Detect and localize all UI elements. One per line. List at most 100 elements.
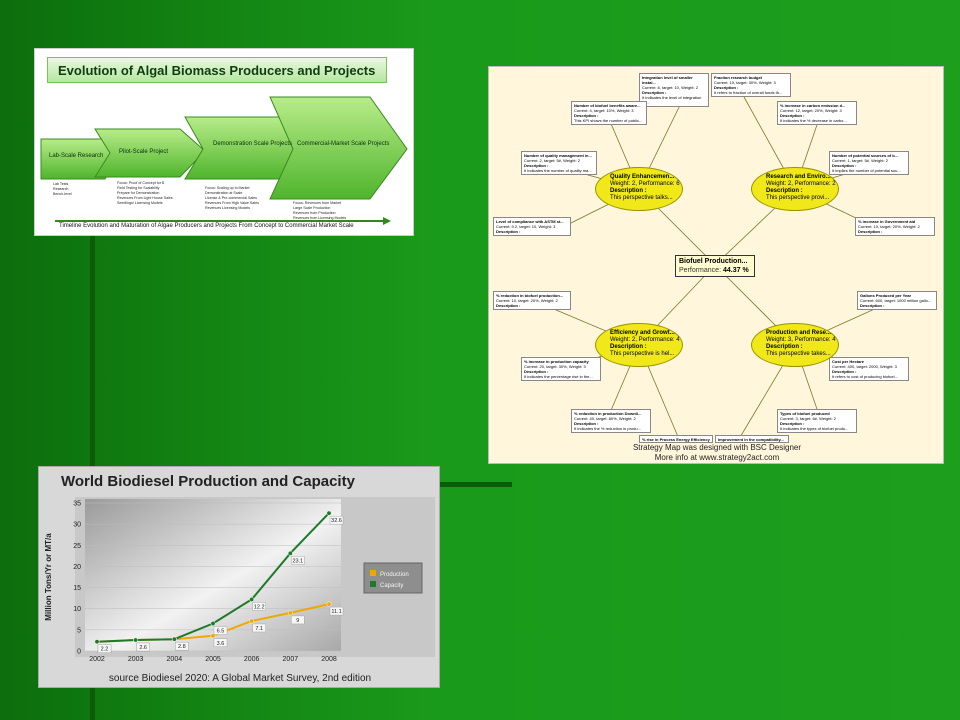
- stage-4-item: Revenues from Production: [293, 211, 336, 215]
- stage-3-item: Demonstration at Scale: [205, 191, 242, 195]
- y-tick-label: 25: [73, 543, 81, 550]
- legend-label-capacity: Capacity: [380, 583, 403, 589]
- timeline-arrowhead: [383, 217, 391, 225]
- stage-4-name: Commercial-Market Scale Projects: [297, 141, 389, 147]
- data-point: [326, 510, 332, 516]
- x-tick-label: 2002: [89, 656, 105, 663]
- x-tick-label: 2008: [321, 656, 337, 663]
- stage-2-item: Field Testing for Scalability: [117, 186, 160, 190]
- kpi-box: Number of potential sources of b...Curre…: [829, 151, 909, 175]
- data-label-box: [329, 606, 344, 616]
- kpi-box: Number of quality management in...Curren…: [521, 151, 597, 175]
- perspective-research: Research and Enviro...Weight: 2, Perform…: [751, 167, 839, 211]
- biodiesel-chart: World Biodiesel Production and Capacity …: [44, 473, 435, 684]
- stage-arrow-4: [269, 96, 408, 200]
- stage-2-item: Prepare for Demonstration: [117, 191, 159, 195]
- plot-area: [85, 499, 341, 651]
- stage-4-item: Revenues from Licensing Models: [293, 216, 346, 220]
- data-label-box: [213, 626, 228, 635]
- legend-label-production: Production: [380, 572, 409, 578]
- data-label: 11.1: [331, 609, 341, 615]
- legend-swatch-capacity: [370, 581, 376, 587]
- stage-1-item: Bench-level: [53, 192, 72, 196]
- data-label-box: [252, 602, 266, 611]
- stage-4-item: Focus: Revenues from Market: [293, 201, 341, 205]
- center-perf-label: Performance:: [679, 267, 722, 274]
- data-point: [249, 618, 255, 624]
- data-label: 2.8: [178, 644, 186, 650]
- data-label: 3.6: [217, 641, 225, 647]
- data-label: 2.2: [101, 647, 109, 653]
- center-title: Biofuel Production...: [679, 258, 748, 265]
- kpi-box: Level of compliance with ASTM st...Curre…: [493, 217, 571, 236]
- kpi-box: % rise in Process Energy Efficiency: [639, 435, 713, 443]
- stage-2-item: Focus: Proof of Concept for $: [117, 181, 164, 185]
- decorative-horizontal-line: [440, 482, 512, 487]
- data-label-box: [175, 641, 189, 651]
- legend-swatch-production: [370, 570, 376, 576]
- map-footer-line2: More info at www.strategy2act.com: [654, 453, 780, 462]
- data-point: [287, 550, 293, 556]
- data-label: 12.2: [254, 604, 265, 610]
- data-label: 7.1: [255, 626, 263, 632]
- stage-3-item: Revenues From High Value Sales: [205, 201, 259, 205]
- stage-4-item: Large Scale Production: [293, 206, 330, 210]
- y-tick-label: 10: [73, 606, 81, 613]
- legend-box: [363, 562, 423, 594]
- x-tick-label: 2007: [283, 656, 299, 663]
- stage-1-name: Lab-Scale Research: [49, 153, 103, 159]
- y-tick-label: 20: [73, 564, 81, 571]
- kpi-box: Integration level of smaller instal...Cu…: [639, 73, 709, 107]
- data-label: 32.6: [331, 518, 342, 524]
- y-tick-label: 30: [73, 522, 81, 529]
- strategy-map-panel: Integration level of smaller instal...Cu…: [488, 66, 944, 464]
- kpi-box: Improvement in the compatibility...: [715, 435, 789, 443]
- data-point: [287, 610, 293, 616]
- stage-arrow-2: [94, 128, 206, 178]
- x-tick-label: 2004: [167, 656, 183, 663]
- kpi-box: % increase in carbon emission d...Curren…: [777, 101, 857, 125]
- kpi-box: % reduction in biofuel production...Curr…: [493, 291, 571, 310]
- kpi-box: Number of biofuel benefits aware...Curre…: [571, 101, 647, 125]
- chart-source: source Biodiesel 2020: A Global Market S…: [109, 673, 371, 684]
- data-point: [326, 601, 332, 607]
- map-footer-line1: Strategy Map was designed with BSC Desig…: [632, 443, 802, 452]
- data-label-box: [97, 644, 112, 653]
- data-label-box: [291, 615, 305, 625]
- stage-2-item: Seedlings/ Licensing Models: [117, 201, 163, 205]
- biodiesel-chart-panel: World Biodiesel Production and Capacity …: [38, 466, 440, 688]
- algae-title: Evolution of Algal Biomass Producers and…: [47, 57, 387, 83]
- data-point: [94, 639, 100, 645]
- perspective-quality: Quality Enhancemen...Weight: 2, Performa…: [595, 167, 683, 211]
- stage-3-item: Focus: Scaling up to Market: [205, 186, 250, 190]
- perspective-production: Production and Rese...Weight: 3, Perform…: [751, 323, 839, 367]
- data-label-box: [136, 642, 150, 652]
- x-tick-label: 2003: [128, 656, 144, 663]
- timeline-caption: Timeline Evolution and Maturation of Alg…: [59, 223, 354, 229]
- data-label-box: [252, 623, 266, 633]
- perspective-efficiency: Efficiency and Growt...Weight: 2, Perfor…: [595, 323, 683, 367]
- chart-title: World Biodiesel Production and Capacity: [61, 473, 356, 490]
- y-tick-label: 35: [73, 501, 81, 508]
- data-label: 9: [296, 618, 299, 624]
- kpi-box: % reduction in production Downti...Curre…: [571, 409, 651, 433]
- data-label: 2.6: [139, 645, 147, 651]
- stage-3-name: Demonstration Scale Projects: [213, 141, 292, 147]
- y-tick-label: 5: [77, 627, 81, 634]
- center-perf-value: 44.37 %: [722, 267, 749, 274]
- algae-arrows: Lab-Scale Research Pilot-Scale Project D…: [40, 96, 408, 225]
- data-label-box: [291, 556, 305, 565]
- data-label: 23.1: [292, 558, 303, 564]
- data-point: [133, 637, 139, 643]
- y-tick-label: 15: [73, 585, 81, 592]
- biofuel-center-node: Biofuel Production... Performance: 44.37…: [675, 255, 755, 277]
- stage-2-name: Pilot-Scale Project: [119, 149, 168, 155]
- stage-1-item: Research: [53, 187, 68, 191]
- x-tick-label: 2006: [244, 656, 260, 663]
- y-tick-label: 0: [77, 649, 81, 656]
